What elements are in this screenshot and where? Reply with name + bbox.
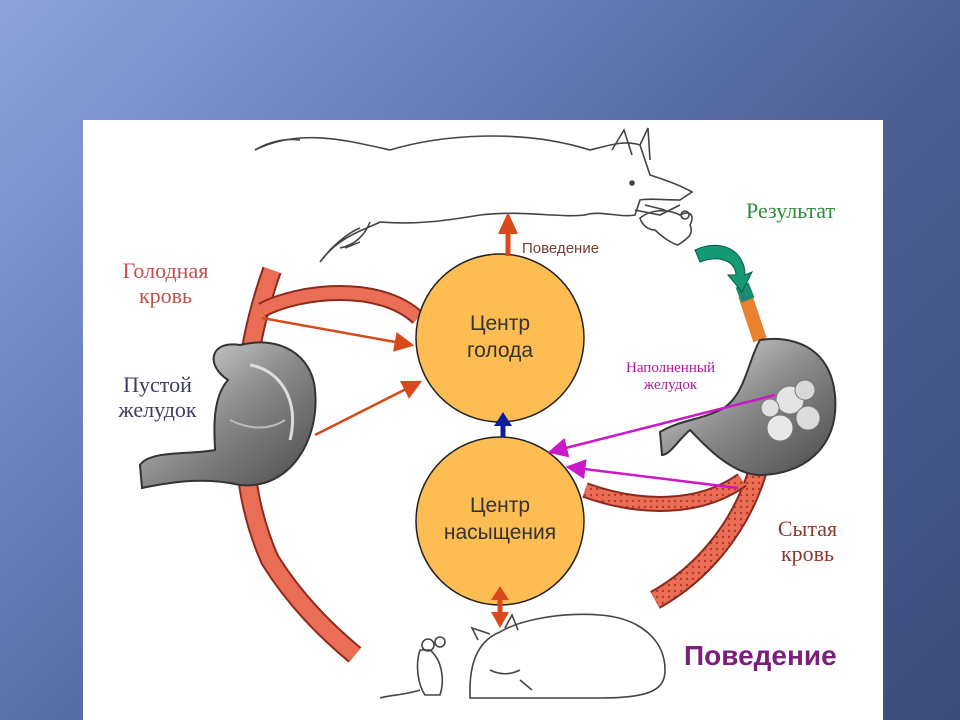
fed-blood-signal	[565, 459, 739, 490]
behavior-top-label: Поведение	[522, 240, 600, 257]
fed-blood-label: Сытая кровь	[777, 516, 838, 567]
result-arrow	[694, 244, 754, 293]
empty-stomach-label: Пустой желудок	[118, 372, 197, 423]
full-stomach-illustration	[658, 337, 837, 477]
empty-stomach-signal	[314, 380, 423, 437]
cat-hunting-illustration	[254, 127, 694, 263]
hungry-blood-signal	[261, 316, 415, 352]
hunger-center-label: Центр голода	[466, 312, 534, 363]
behavior-bottom-title: Поведение	[684, 640, 837, 671]
empty-stomach-illustration	[138, 341, 317, 490]
esophagus-right	[738, 292, 767, 343]
mouse-sitting-illustration	[379, 636, 446, 699]
result-label: Результат	[746, 198, 836, 223]
mouse-caught-illustration	[639, 209, 693, 246]
full-stomach-signal	[547, 393, 776, 458]
satiety-center-label: Центр насыщения	[443, 494, 557, 545]
cat-sleeping-illustration	[469, 613, 666, 699]
full-stomach-label: Наполненный желудок	[626, 360, 715, 394]
hungry-blood-label: Голодная кровь	[122, 258, 209, 309]
